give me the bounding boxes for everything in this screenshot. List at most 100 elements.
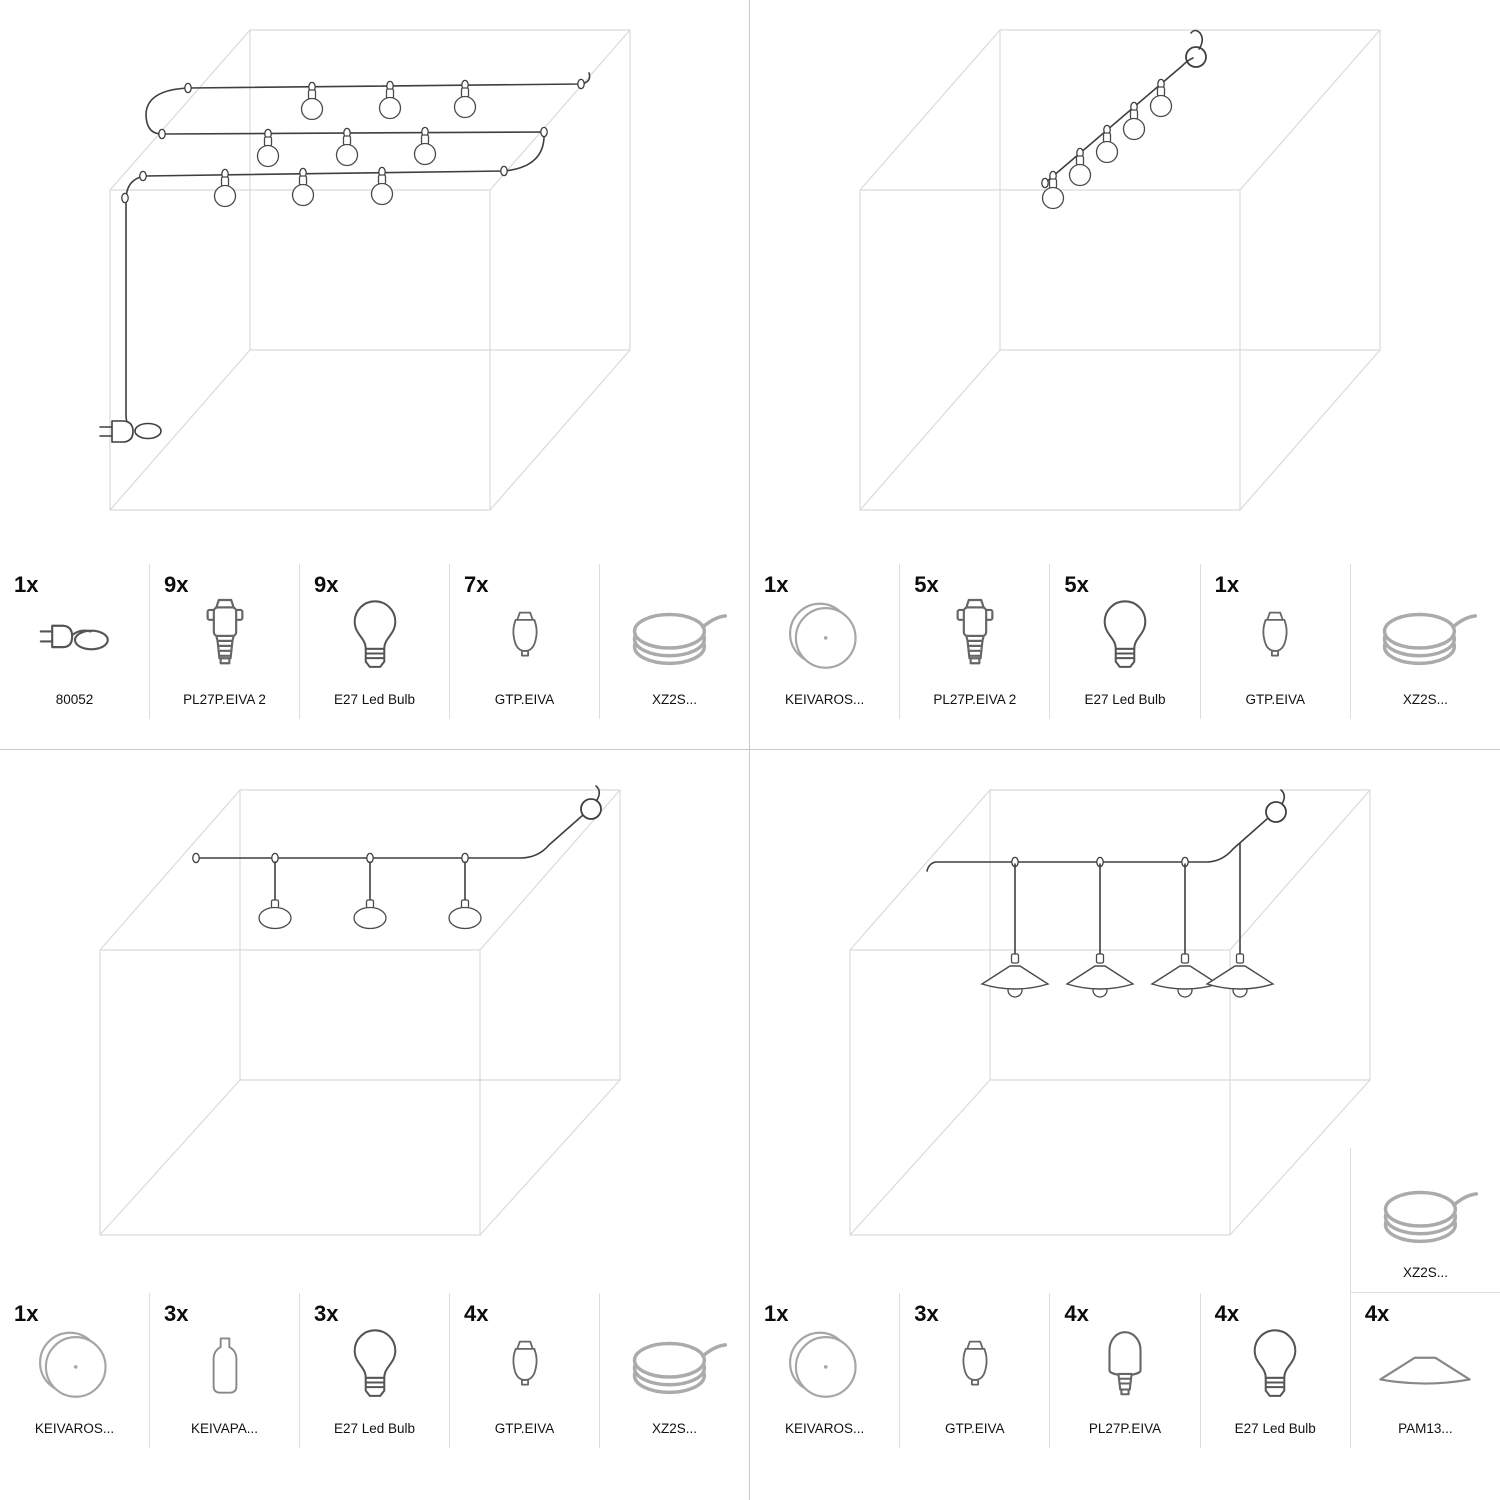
cable-coil-icon — [1369, 600, 1481, 674]
cable-drop-icon — [1249, 609, 1301, 667]
ceiling-hook-ring — [1265, 801, 1287, 823]
part-quantity: 4x — [1364, 1301, 1390, 1326]
ceiling-rose-icon — [785, 1326, 865, 1406]
part-cell: XZ2S... — [599, 564, 749, 719]
part-quantity: 4x — [1214, 1301, 1240, 1326]
part-code: KEIVAROS... — [34, 1421, 115, 1436]
part-code: KEIVAROS... — [784, 1421, 865, 1436]
installation-diagram-pendants-oval — [99, 785, 621, 1236]
part-quantity: 1x — [764, 1301, 789, 1326]
cable-coil-icon — [619, 600, 731, 674]
cable-drop-icon — [499, 609, 551, 667]
cable-coil-icon — [619, 1329, 731, 1403]
part-quantity: 1x — [764, 572, 789, 597]
part-code: PAM13... — [1398, 1421, 1453, 1436]
cable-drop-icon — [949, 1338, 1001, 1396]
installation-diagram-string-grid — [99, 29, 631, 511]
bottle-icon — [206, 1335, 244, 1399]
string-bulbs — [1041, 78, 1173, 210]
part-code: E27 Led Bulb — [1234, 1421, 1316, 1436]
part-code: 80052 — [55, 692, 94, 707]
part-quantity: 1x — [14, 1301, 39, 1326]
installation-diagram-diagonal-string — [859, 29, 1381, 511]
part-cell: 1x 80052 — [0, 564, 149, 719]
ceiling-rose-icon — [785, 597, 865, 677]
part-code: PL27P.EIVA 2 — [933, 692, 1017, 707]
pendants — [980, 842, 1275, 998]
part-code: XZ2S... — [1402, 692, 1448, 707]
part-quantity: 5x — [914, 572, 939, 597]
part-code: E27 Led Bulb — [333, 1421, 416, 1436]
part-quantity: 4x — [1064, 1301, 1089, 1326]
part-code: GTP.EIVA — [494, 692, 555, 707]
part-cell: XZ2S... — [1349, 564, 1500, 719]
lamp-holder-icon — [194, 597, 256, 677]
installation-diagram-pendants-shades — [849, 789, 1371, 1236]
cable-drop-icon — [499, 1338, 551, 1396]
part-quantity: 3x — [914, 1301, 939, 1326]
part-code: GTP.EIVA — [1245, 692, 1305, 707]
ceiling-hook-ring — [580, 798, 602, 820]
part-quantity: 1x — [14, 572, 39, 597]
pendants — [258, 861, 482, 930]
part-code: GTP.EIVA — [945, 1421, 1005, 1436]
part-quantity: 1x — [1214, 572, 1240, 597]
flat-shade-icon — [1374, 1342, 1476, 1393]
part-code: XZ2S... — [651, 692, 697, 707]
part-code: KEIVAPA... — [190, 1421, 259, 1436]
part-cell: XZ2S... — [1351, 1148, 1500, 1292]
part-cell: XZ2S... — [599, 1293, 749, 1448]
bulb-icon — [1096, 597, 1154, 676]
bulb-icon — [1246, 1326, 1304, 1405]
plug-icon — [32, 610, 118, 667]
ceiling-hook-ring — [1185, 46, 1207, 68]
bulb-icon — [346, 597, 404, 676]
part-code: E27 Led Bulb — [1084, 692, 1166, 707]
wire-anchors — [192, 852, 469, 864]
part-code: XZ2S... — [1402, 1265, 1448, 1280]
cable-coil-icon — [1370, 1179, 1482, 1253]
part-quantity: 4x — [464, 1301, 489, 1326]
part-quantity: 3x — [314, 1301, 339, 1326]
string-bulbs — [213, 79, 477, 208]
lamp-holder-icon — [944, 597, 1006, 677]
extra-part-cell: XZ2S... — [1350, 1148, 1500, 1293]
part-code: GTP.EIVA — [494, 1421, 555, 1436]
bulb-icon — [346, 1326, 404, 1405]
part-code: KEIVAROS... — [784, 692, 865, 707]
part-quantity: 9x — [314, 572, 339, 597]
part-code: E27 Led Bulb — [333, 692, 416, 707]
wire-anchors — [121, 78, 585, 204]
part-quantity: 9x — [164, 572, 189, 597]
part-code: XZ2S... — [651, 1421, 697, 1436]
lamp-holder-dome-icon — [1095, 1326, 1155, 1406]
part-quantity: 5x — [1064, 572, 1089, 597]
part-code: PL27P.EIVA — [1088, 1421, 1162, 1436]
part-quantity: 7x — [464, 572, 489, 597]
